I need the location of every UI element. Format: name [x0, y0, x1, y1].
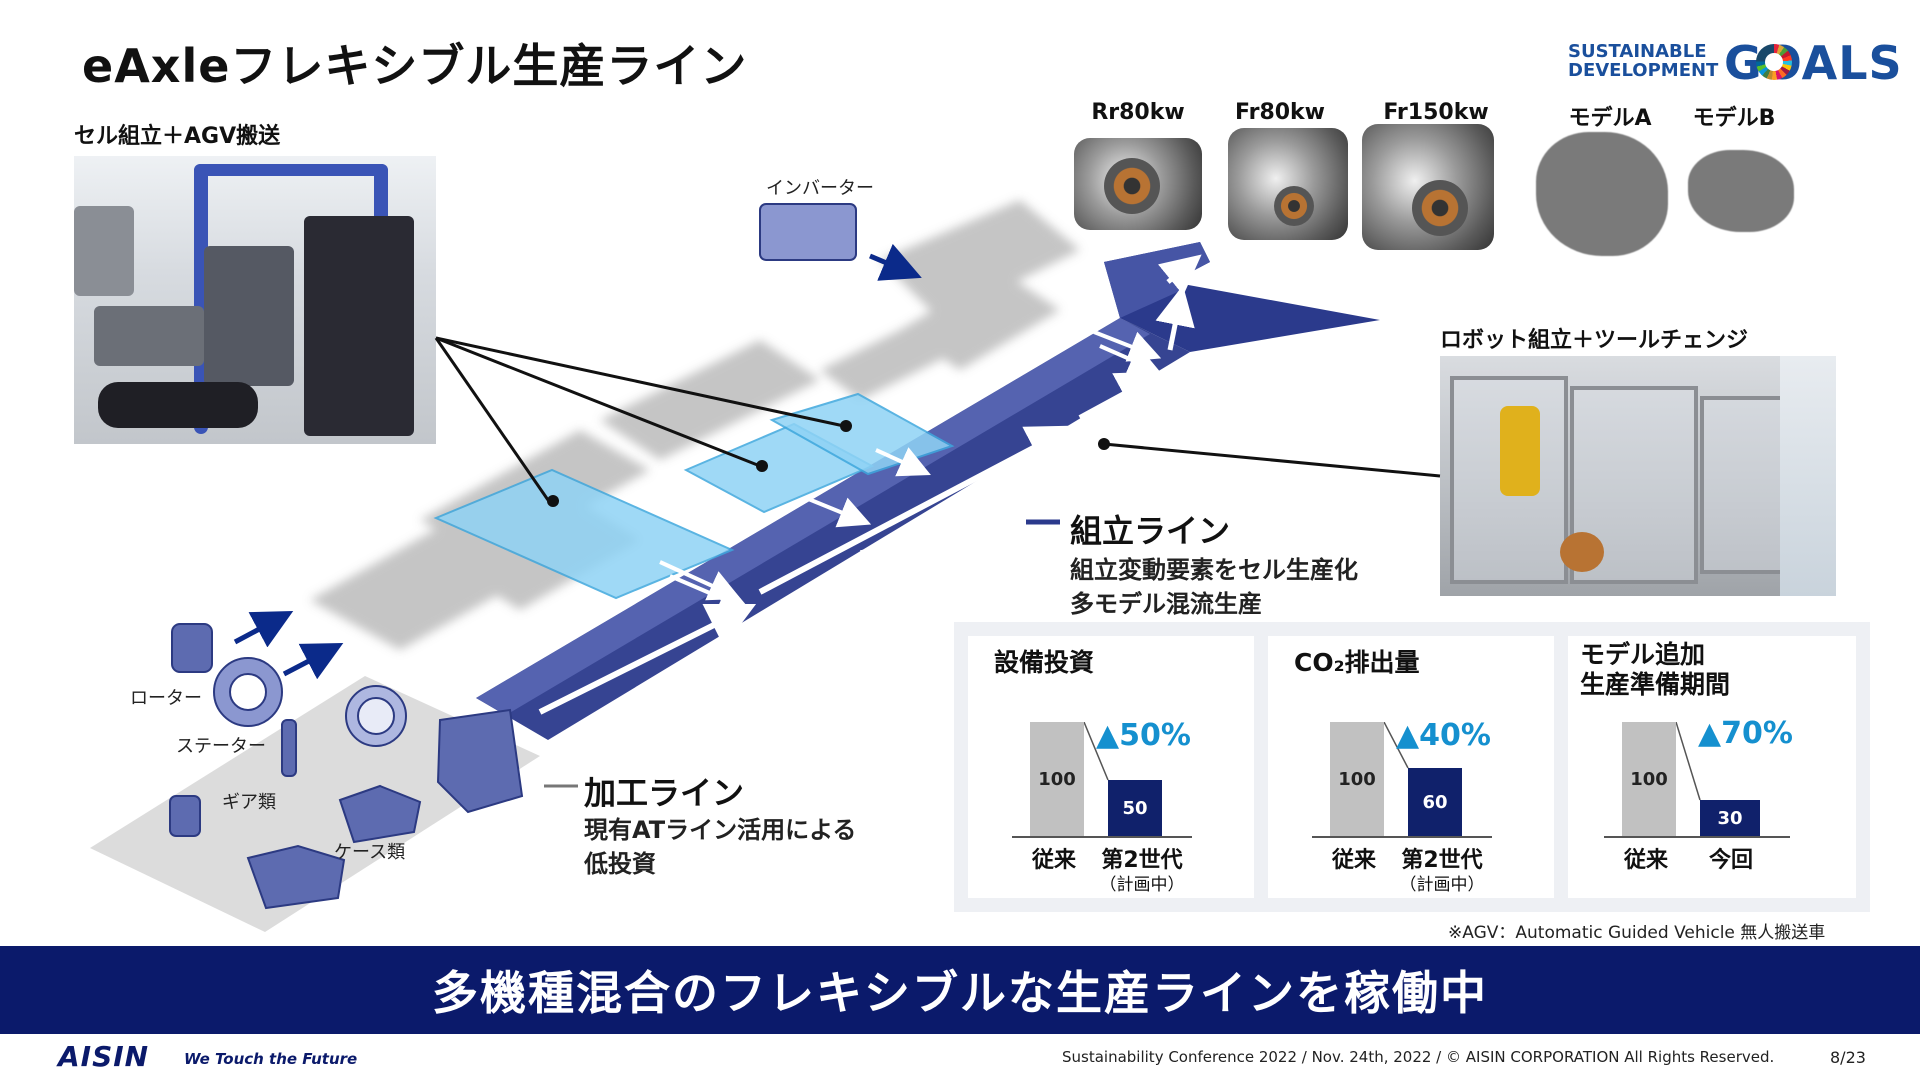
cell-assembly-photo — [74, 156, 436, 444]
bar-before: 100 — [1622, 722, 1676, 836]
stator-label: ステーター — [176, 736, 266, 757]
card-title-2: 生産準備期間 — [1580, 670, 1731, 699]
case-label: ケース類 — [334, 842, 406, 863]
fr80kw-image — [1228, 128, 1348, 240]
x-label-before: 従来 — [1331, 848, 1376, 873]
page-title: eAxleフレキシブル生産ライン — [82, 39, 748, 93]
assembly-line-title: 組立ライン — [1070, 512, 1231, 550]
machining-line-title: 加工ライン — [584, 774, 745, 812]
bar-before: 100 — [1030, 722, 1084, 836]
rotor-label: ローター — [130, 688, 202, 709]
sdg-line1: SUSTAINABLE — [1568, 41, 1707, 62]
cell-1 — [433, 468, 735, 600]
inverter-image — [759, 203, 857, 261]
machining-line-sub2: 低投資 — [584, 850, 656, 878]
reduction-value: ▲70% — [1698, 716, 1793, 751]
card-co2: CO₂排出量 100 60 ▲40% 従来 第2世代 （計画中） — [1268, 636, 1554, 898]
card-title: 設備投資 — [994, 648, 1095, 677]
card-title: モデル追加 — [1580, 640, 1706, 669]
assembly-line-sub1: 組立変動要素をセル生産化 — [1070, 556, 1358, 584]
reduction-value: ▲50% — [1096, 718, 1191, 753]
model-label-fr150kw: Fr150kw — [1383, 100, 1489, 125]
bar-after: 50 — [1108, 780, 1162, 836]
card-capex: 設備投資 100 50 ▲50% 従来 第2世代 （計画中） — [968, 636, 1254, 898]
model-label-a: モデルA — [1568, 106, 1652, 131]
robot-assembly-photo — [1440, 356, 1836, 596]
cell-photo-caption: セル組立＋AGV搬送 — [74, 124, 281, 149]
model-label-rr80kw: Rr80kw — [1091, 100, 1185, 125]
assembly-line-main — [476, 318, 1190, 740]
tagline: We Touch the Future — [184, 1050, 358, 1068]
model-a-silhouette — [1536, 132, 1668, 256]
x-label-before: 従来 — [1623, 848, 1668, 873]
gear-label: ギア類 — [222, 792, 276, 813]
model-label-b: モデルB — [1692, 106, 1776, 131]
card-title: CO₂排出量 — [1294, 648, 1420, 677]
x-label-after: 今回 — [1708, 848, 1753, 873]
rr80kw-image — [1074, 138, 1202, 230]
inverter-label: インバーター — [766, 178, 874, 199]
model-b-silhouette — [1688, 150, 1794, 232]
sdg-goals: GOALS — [1724, 36, 1903, 90]
machining-floor — [90, 676, 540, 932]
bar-after: 60 — [1408, 768, 1462, 836]
bar-before: 100 — [1330, 722, 1384, 836]
x-label-after: 第2世代 — [1101, 848, 1183, 873]
x-label-after: 第2世代 — [1401, 848, 1483, 873]
machining-line-sub1: 現有ATライン活用による — [584, 816, 857, 844]
reduction-value: ▲40% — [1396, 718, 1491, 753]
sdg-line2: DEVELOPMENT — [1568, 60, 1719, 81]
assembly-line-sub2: 多モデル混流生産 — [1070, 590, 1262, 618]
summary-banner: 多機種混合のフレキシブルな生産ラインを稼働中 — [0, 946, 1920, 1034]
aisin-logo: AISIN — [58, 1040, 150, 1073]
model-label-fr80kw: Fr80kw — [1234, 100, 1326, 125]
sdg-wheel-icon — [1756, 44, 1792, 80]
parts-group — [169, 623, 524, 910]
bar-after: 30 — [1700, 800, 1760, 836]
card-lead-time: モデル追加 生産準備期間 100 30 ▲70% 従来 今回 — [1568, 636, 1856, 898]
x-note-after: （計画中） — [1399, 875, 1485, 895]
fr150kw-image — [1362, 124, 1494, 250]
footer-copyright: Sustainability Conference 2022 / Nov. 24… — [1062, 1048, 1775, 1066]
comparison-panel: 設備投資 100 50 ▲50% 従来 第2世代 （計画中） CO₂排出量 10… — [954, 622, 1870, 912]
x-note-after: （計画中） — [1099, 875, 1185, 895]
agv-footnote: ※AGV：Automatic Guided Vehicle 無人搬送車 — [1448, 923, 1826, 943]
x-label-before: 従来 — [1031, 848, 1076, 873]
robot-photo-caption: ロボット組立＋ツールチェンジ — [1440, 328, 1749, 353]
page-number: 8/23 — [1830, 1048, 1866, 1067]
